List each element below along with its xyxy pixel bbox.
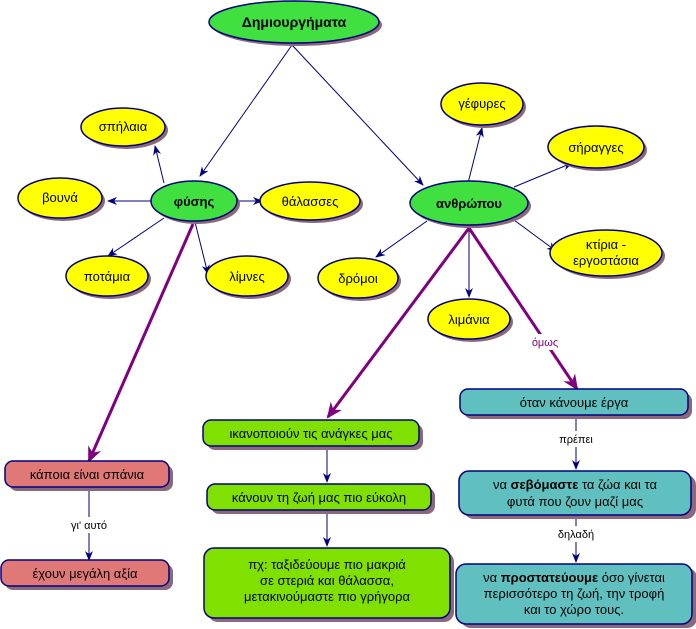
node-roads[interactable]: δρόμοι	[317, 257, 401, 301]
example-line-3: μετακινούμαστε πιο γρήγορα	[244, 589, 411, 604]
root-node[interactable]: Δημιουργήματα	[208, 0, 382, 46]
nature-label: φύσης	[174, 194, 215, 209]
edge-nature-rare	[87, 223, 195, 463]
protect-bold: προστατεύουμε	[501, 570, 598, 585]
box-projects[interactable]: όταν κάνουμε έργα	[459, 388, 692, 419]
label-therefore: γι' αυτό	[71, 520, 107, 532]
protect-line-3: και το χώρο τους.	[524, 602, 624, 617]
box-easier[interactable]: κάνουν τη ζωή μας πιο εύκολη	[206, 483, 435, 514]
ports-label: λιμάνια	[448, 312, 490, 327]
projects-label: όταν κάνουμε έργα	[520, 395, 629, 410]
edge-labels: όμως γι' αυτό πρέπει δηλαδή	[60, 334, 601, 542]
bridges-label: γέφυρες	[458, 96, 505, 111]
node-lakes[interactable]: λίμνες	[205, 255, 291, 299]
rivers-label: ποτάμια	[84, 269, 131, 284]
edge-nature-rivers	[107, 217, 165, 257]
protect-line-1: να προστατεύουμε όσο γίνεται	[483, 570, 665, 585]
human-label: ανθρώπου	[436, 196, 502, 211]
edge-root-human	[291, 44, 424, 186]
respect-pre: να	[493, 477, 511, 492]
respect-bold: σεβόμαστε	[511, 477, 579, 492]
edge-nature-caves	[153, 145, 165, 184]
label-however: όμως	[532, 337, 558, 349]
seas-label: θάλασσες	[282, 194, 339, 209]
caves-label: σπήλαια	[99, 119, 148, 134]
purple-edges	[87, 223, 579, 463]
node-buildings[interactable]: κτίρια - εργοστάσια	[549, 229, 665, 279]
root-label: Δημιουργήματα	[242, 14, 347, 30]
buildings-label-1: κτίρια -	[586, 237, 626, 252]
box-valuable[interactable]: έχουν μεγάλη αξία	[0, 559, 173, 590]
box-example[interactable]: πχ: ταξιδεύουμε πιο μακριά σε στεριά και…	[203, 547, 454, 622]
box-respect[interactable]: να σεβόμαστε τα ζώα και τα φυτά που ζουν…	[458, 470, 696, 519]
node-bridges[interactable]: γέφυρες	[440, 82, 526, 128]
lakes-label: λίμνες	[229, 269, 264, 284]
edge-root-nature	[199, 44, 293, 177]
protect-pre: να	[483, 570, 501, 585]
label-namely: δηλαδή	[558, 529, 594, 541]
node-caves[interactable]: σπήλαια	[80, 107, 168, 149]
rare-label: κάποια είναι σπάνια	[30, 467, 145, 482]
respect-line-2: φυτά που ζουν μαζί μας	[507, 494, 643, 509]
example-line-1: πχ: ταξιδεύουμε πιο μακριά	[248, 557, 406, 572]
example-line-2: σε στεριά και θάλασσα,	[260, 573, 394, 588]
box-needs[interactable]: ικανοποιούν τις ανάγκες μας	[202, 419, 423, 450]
node-tunnels[interactable]: σήραγγες	[547, 125, 647, 171]
protect-post: όσο γίνεται	[598, 570, 665, 585]
buildings-label-2: εργοστάσια	[573, 253, 639, 268]
respect-line-1: να σεβόμαστε τα ζώα και τα	[493, 477, 658, 492]
node-ports[interactable]: λιμάνια	[427, 298, 513, 342]
box-protect[interactable]: να προστατεύουμε όσο γίνεται περισσότερο…	[455, 563, 696, 628]
edge-human-needs	[326, 227, 471, 419]
roads-label: δρόμοι	[338, 271, 378, 286]
edge-human-buildings	[513, 219, 557, 252]
edge-human-projects	[467, 227, 579, 391]
edge-human-bridges	[467, 127, 484, 184]
box-rare[interactable]: κάποια είναι σπάνια	[4, 460, 173, 491]
label-must: πρέπει	[559, 434, 593, 446]
protect-line-2: περισσότερο τη ζωή, την τροφή	[484, 586, 665, 601]
edge-nature-lakes	[194, 221, 210, 275]
respect-post: τα ζώα και τα	[578, 477, 657, 492]
tunnels-label: σήραγγες	[568, 140, 623, 155]
node-mountains[interactable]: βουνά	[17, 177, 105, 221]
edge-human-roads	[375, 220, 428, 258]
node-seas[interactable]: θάλασσες	[259, 181, 363, 223]
human-node[interactable]: ανθρώπου	[409, 180, 531, 228]
node-rivers[interactable]: ποτάμια	[65, 255, 151, 299]
mountains-label: βουνά	[42, 190, 78, 205]
nature-node[interactable]: φύσης	[150, 180, 240, 224]
needs-label: ικανοποιούν τις ανάγκες μας	[229, 426, 392, 441]
easier-label: κάνουν τη ζωή μας πιο εύκολη	[232, 490, 406, 505]
valuable-label: έχουν μεγάλη αξία	[32, 566, 138, 581]
edge-human-tunnels	[513, 162, 573, 188]
